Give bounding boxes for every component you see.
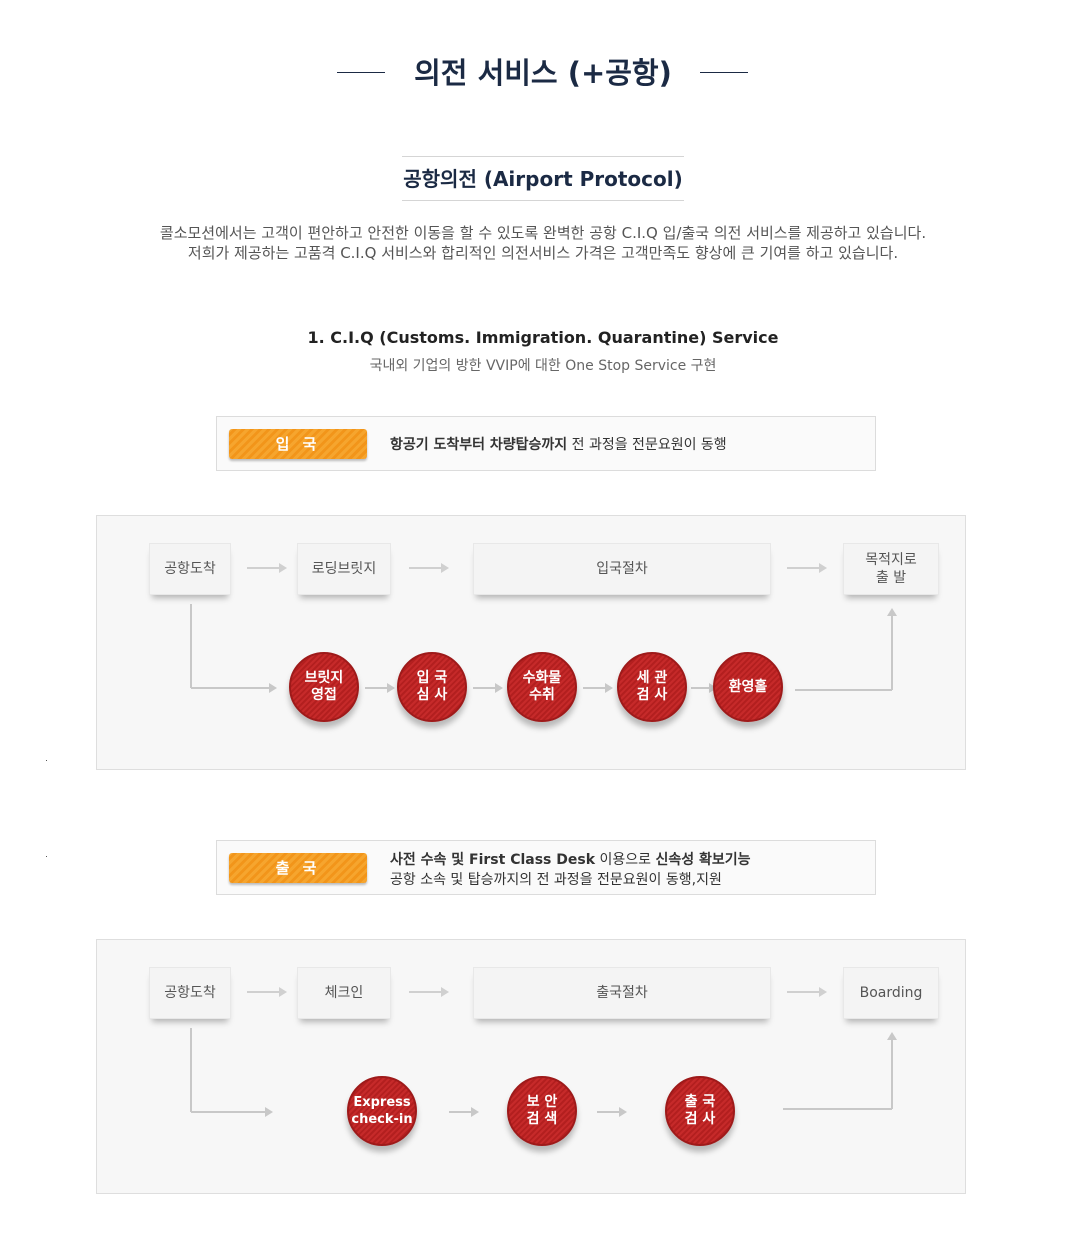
departure-step-boarding: Boarding	[843, 967, 939, 1019]
departure-info-line-1: 사전 수속 및 First Class Desk 이용으로 신속성 확보기능	[390, 849, 750, 869]
departure-step-airport: 공항도착	[149, 967, 231, 1019]
departure-step-departure-procedure: 출국절차	[473, 967, 771, 1019]
departure-circle-security: 보 안 검 색	[507, 1076, 577, 1146]
arrival-circle-bridge: 브릿지 영접	[289, 652, 359, 722]
arrival-info-text: 항공기 도착부터 차량탑승까지 전 과정을 전문요원이 동행	[390, 434, 727, 454]
arrival-step-loading-bridge: 로딩브릿지	[297, 543, 391, 595]
arrival-step-destination: 목적지로 출 발	[843, 543, 939, 595]
departure-step-checkin: 체크인	[297, 967, 391, 1019]
arrival-step-airport: 공항도착	[149, 543, 231, 595]
main-title-wrap: 의전 서비스 (+공항)	[0, 48, 1086, 98]
arrival-circle-welcome-hall: 환영홀	[713, 652, 783, 722]
page-title: 의전 서비스 (+공항)	[414, 56, 672, 90]
arrival-info-bold: 항공기 도착부터 차량탑승까지	[390, 437, 568, 453]
arrival-flow-panel: 공항도착 로딩브릿지 입국절차 목적지로 출 발 브릿지 영접 입 국 심 사 …	[96, 515, 966, 770]
title-right-line	[700, 72, 748, 73]
stray-dot-2	[46, 856, 47, 857]
arrival-circle-customs: 세 관 검 사	[617, 652, 687, 722]
departure-info-bold: 사전 수속 및 First Class Desk	[390, 852, 596, 868]
section-subtitle-box: 공항의전 (Airport Protocol)	[402, 156, 684, 201]
stray-dot-1	[46, 760, 47, 761]
departure-badge: 출 국	[229, 853, 367, 883]
departure-route-lines	[190, 987, 897, 1117]
ciq-subtitle: 국내외 기업의 방한 VVIP에 대한 One Stop Service 구현	[369, 358, 717, 374]
arrival-info-box: 입 국 항공기 도착부터 차량탑승까지 전 과정을 전문요원이 동행	[216, 416, 876, 471]
intro-line-2: 저희가 제공하는 고품격 C.I.Q 서비스와 합리적인 의전서비스 가격은 고…	[187, 244, 899, 262]
departure-circle-emigration: 출 국 검 사	[665, 1076, 735, 1146]
arrival-step-immigration: 입국절차	[473, 543, 771, 595]
intro-line-1: 콜소모션에서는 고객이 편안하고 안전한 이동을 할 수 있도록 완벽한 공항 …	[159, 224, 927, 242]
arrival-route-right-head	[269, 683, 277, 693]
ciq-title: 1. C.I.Q (Customs. Immigration. Quaranti…	[307, 328, 779, 347]
departure-info-bold-2: 신속성 확보기능	[655, 852, 751, 868]
departure-info-mid: 이용으로	[595, 852, 656, 868]
arrival-circle-immigration: 입 국 심 사	[397, 652, 467, 722]
arrival-circle-baggage: 수화물 수취	[507, 652, 577, 722]
arrival-route-up-head	[887, 608, 897, 616]
departure-flow-panel: 공항도착 체크인 출국절차 Boarding Express check-in …	[96, 939, 966, 1194]
arrival-badge: 입 국	[229, 429, 367, 459]
title-left-line	[337, 72, 385, 73]
departure-circle-express-checkin: Express check-in	[347, 1076, 417, 1146]
departure-info-line-2: 공항 소속 및 탑승까지의 전 과정을 전문요원이 동행,지원	[390, 872, 722, 888]
departure-info-box: 출 국 사전 수속 및 First Class Desk 이용으로 신속성 확보…	[216, 840, 876, 895]
section-subtitle: 공항의전 (Airport Protocol)	[403, 167, 683, 191]
arrival-route-lines	[190, 563, 897, 693]
arrival-info-rest: 전 과정을 전문요원이 동행	[567, 437, 727, 453]
